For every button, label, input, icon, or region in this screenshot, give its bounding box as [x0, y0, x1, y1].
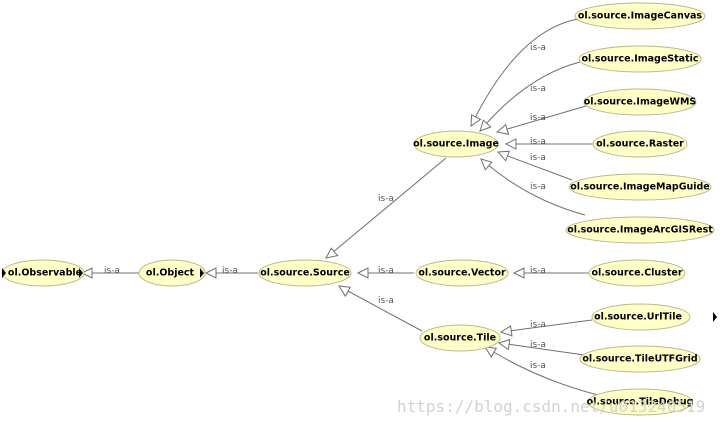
node-label: ol.source.Cluster: [591, 268, 682, 279]
node-ol-source-imagemapguide[interactable]: ol.source.ImageMapGuide: [568, 173, 712, 201]
expand-right-icon[interactable]: [79, 268, 83, 278]
node-label: ol.source.Raster: [596, 139, 684, 150]
node-ol-source-tiledebug[interactable]: ol.source.TileDebug: [587, 388, 694, 416]
node-ol-source-image[interactable]: ol.source.Image: [413, 130, 499, 158]
node-label: ol.source.ImageMapGuide: [570, 182, 710, 193]
node-ol-source-vector[interactable]: ol.source.Vector: [415, 259, 509, 287]
edge-label: is-a: [530, 113, 546, 123]
edge-label: is-a: [530, 43, 546, 53]
edge-tile-source: [338, 285, 423, 332]
edge-label: is-a: [222, 266, 238, 276]
node-ol-source-tile[interactable]: ol.source.Tile: [419, 324, 501, 352]
node-ol-source-raster[interactable]: ol.source.Raster: [592, 130, 688, 158]
node-ol-source-imagecanvas[interactable]: ol.source.ImageCanvas: [574, 2, 706, 30]
edge-label: is-a: [378, 194, 394, 204]
node-label: ol.source.ImageWMS: [584, 97, 697, 108]
edge-label: is-a: [530, 182, 546, 192]
edge-tiledebug-tile: [484, 346, 599, 396]
edge-cluster-vector: [512, 267, 590, 279]
node-label: ol.source.ImageStatic: [581, 54, 698, 65]
node-ol-source-imagestatic[interactable]: ol.source.ImageStatic: [578, 45, 702, 73]
edge-label: is-a: [530, 320, 546, 330]
edge-label: is-a: [530, 153, 546, 163]
edge-imagecanvas-image: [470, 18, 579, 127]
edge-imagewms-image: [495, 105, 587, 136]
edge-imagemapguide-image: [496, 150, 573, 181]
edge-image-source: [325, 157, 447, 259]
edge-label: is-a: [104, 266, 120, 276]
node-label: ol.source.TileUTFGrid: [582, 354, 697, 365]
edge-raster-image: [504, 138, 596, 150]
node-label: ol.source.TileDebug: [587, 397, 694, 408]
watermark-text: https://blog.csdn.net/u013240519: [397, 397, 705, 416]
node-ol-observable[interactable]: ol.Observable: [1, 259, 85, 287]
node-ol-source-imagewms[interactable]: ol.source.ImageWMS: [583, 88, 697, 116]
expand-right-icon[interactable]: [200, 268, 204, 278]
edge-label: is-a: [530, 84, 546, 94]
node-label: ol.Object: [146, 268, 195, 279]
node-label: ol.source.Tile: [424, 333, 496, 344]
edge-label: is-a: [378, 266, 394, 276]
node-label: ol.source.ImageArcGISRest: [567, 225, 713, 236]
node-label: ol.source.Vector: [418, 268, 506, 279]
edge-label: is-a: [530, 266, 546, 276]
node-ol-object[interactable]: ol.Object: [138, 259, 206, 287]
node-label: ol.source.Image: [413, 139, 499, 150]
node-ol-source-imagearcgisrest[interactable]: ol.source.ImageArcGISRest: [565, 216, 715, 244]
node-ol-source-urltile[interactable]: ol.source.UrlTile: [591, 303, 691, 331]
expand-left-icon[interactable]: [2, 268, 6, 278]
edge-urltile-tile: [499, 319, 593, 337]
edge-label: is-a: [530, 340, 546, 350]
node-label: ol.source.Source: [260, 268, 350, 279]
edge-imagestatic-image: [479, 61, 581, 132]
node-ol-source-tileutfgrid[interactable]: ol.source.TileUTFGrid: [579, 345, 701, 373]
edge-tileutfgrid-tile: [497, 338, 585, 356]
edge-vector-source: [356, 267, 414, 279]
edge-label: is-a: [530, 137, 546, 147]
edge-source-object: [204, 267, 258, 279]
edge-label: is-a: [530, 361, 546, 371]
node-label: ol.Observable: [8, 268, 82, 279]
node-ol-source-source[interactable]: ol.source.Source: [258, 259, 352, 287]
node-label: ol.source.UrlTile: [594, 312, 682, 323]
expand-right-icon[interactable]: [713, 312, 717, 322]
node-label: ol.source.ImageCanvas: [578, 11, 703, 22]
edge-label: is-a: [378, 296, 394, 306]
edge-imagearcgisrest-image: [480, 158, 586, 216]
node-ol-source-cluster[interactable]: ol.source.Cluster: [588, 259, 686, 287]
edge-object-observable: [80, 267, 140, 279]
